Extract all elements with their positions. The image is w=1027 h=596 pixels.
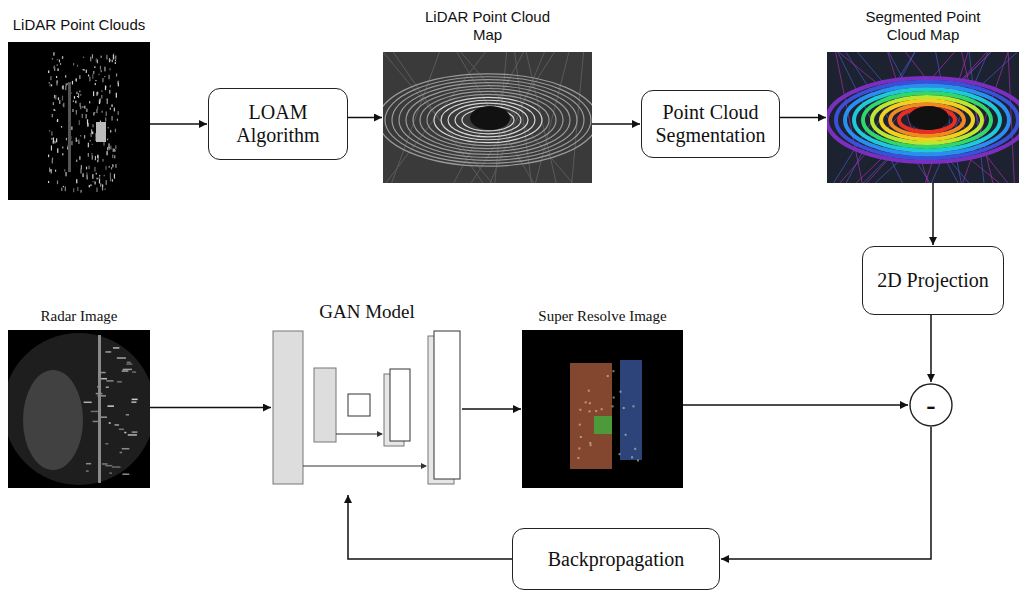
illustration [8, 42, 150, 200]
flow-arrow [592, 123, 640, 125]
illustration [272, 330, 462, 485]
flow-arrow [932, 183, 934, 245]
flow-arrow [721, 427, 931, 559]
flow-arrow [348, 117, 382, 119]
illustration [8, 330, 150, 488]
box-label: Point Cloud Segmentation [650, 101, 771, 147]
illustration [522, 330, 683, 488]
box-label: LOAM Algorithm [217, 101, 339, 147]
image-panel: Super Resolve Image [522, 330, 683, 488]
operator-sign: - [926, 391, 935, 419]
image-panel: Radar Image [8, 330, 150, 488]
process-box: LOAM Algorithm [208, 88, 348, 160]
circle-shape [910, 384, 952, 426]
flow-arrow [150, 407, 271, 409]
panel-heading: LiDAR Point Cloud Map [413, 8, 563, 44]
illustration-art [383, 52, 592, 183]
flow-arrow [780, 117, 826, 119]
image-panel: LiDAR Point Clouds [8, 42, 150, 200]
panel-heading: Radar Image [0, 307, 164, 325]
image-panel: LiDAR Point Cloud Map [383, 52, 592, 183]
flow-arrow [348, 495, 512, 559]
flow-arrow [930, 315, 932, 382]
flow-arrow [462, 408, 521, 410]
illustration-art [8, 330, 150, 488]
panel-heading: LiDAR Point Clouds [0, 16, 164, 34]
process-box: 2D Projection [862, 246, 1004, 315]
operator-circle: - [909, 383, 953, 427]
illustration [827, 52, 1019, 183]
illustration [383, 52, 592, 183]
panel-heading: Super Resolve Image [508, 307, 698, 325]
illustration-art [273, 331, 460, 484]
illustration-art [827, 52, 1019, 183]
panel-heading: Segmented Point Cloud Map [858, 8, 988, 44]
image-panel: GAN Model [272, 330, 462, 485]
illustration-art [522, 330, 683, 488]
panel-heading: GAN Model [282, 301, 452, 324]
flow-arrow [683, 404, 908, 406]
box-label: Backpropagation [548, 548, 685, 571]
process-box: Backpropagation [512, 528, 720, 590]
box-label: 2D Projection [877, 269, 989, 292]
illustration-art [8, 42, 150, 200]
process-box: Point Cloud Segmentation [641, 90, 780, 158]
flow-arrow [150, 123, 207, 125]
image-panel: Segmented Point Cloud Map [827, 52, 1019, 183]
